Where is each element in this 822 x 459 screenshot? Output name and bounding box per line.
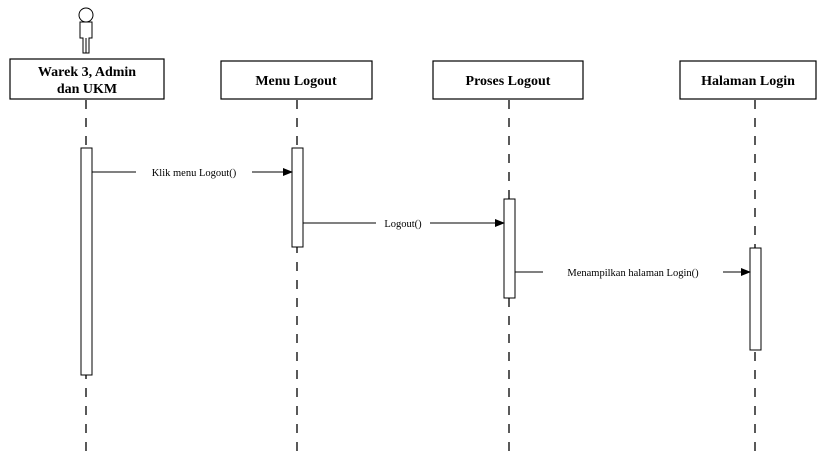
participant-proses-logout: Proses Logout xyxy=(432,60,584,100)
participant-actor: Warek 3, Admin dan UKM xyxy=(9,58,165,100)
message-menampilkan-halaman-login: Menampilkan halaman Login() xyxy=(515,265,751,279)
message-logout: Logout() xyxy=(303,216,505,230)
participant-label: Proses Logout xyxy=(466,74,551,89)
participant-label: Menu Logout xyxy=(255,74,337,89)
activation-bar-halaman-login xyxy=(749,247,762,351)
message-label: Menampilkan halaman Login() xyxy=(567,268,699,279)
message-label: Logout() xyxy=(384,219,422,230)
participant-halaman-login: Halaman Login xyxy=(679,60,817,100)
participant-label: dan UKM xyxy=(57,82,117,97)
message-label: Klik menu Logout() xyxy=(152,168,237,179)
participant-menu-logout: Menu Logout xyxy=(220,60,373,100)
person-icon xyxy=(78,7,94,54)
activation-bar-menu-logout xyxy=(291,147,304,248)
activation-bar-actor xyxy=(80,147,93,376)
participant-label: Warek 3, Admin xyxy=(38,65,136,80)
message-klik-menu-logout: Klik menu Logout() xyxy=(92,165,293,179)
activation-bar-proses-logout xyxy=(503,198,516,299)
participant-label: Halaman Login xyxy=(701,74,795,89)
